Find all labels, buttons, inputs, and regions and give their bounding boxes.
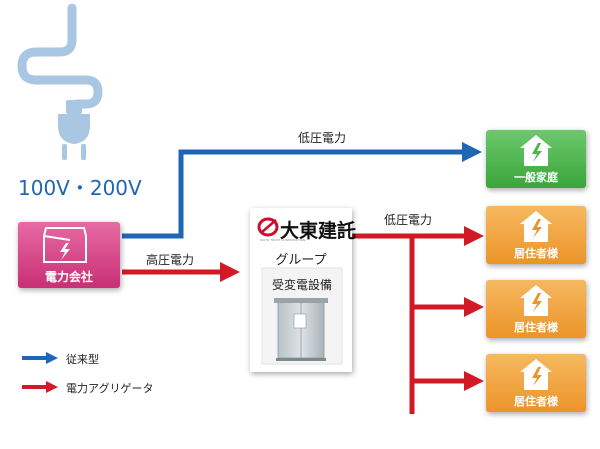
legend-label-aggregator: 電力アグリゲータ (66, 382, 154, 395)
plug-cord-icon (17, 3, 103, 109)
brand-tagline: DAITO TRUST CONSTRUCTION (260, 238, 306, 242)
equipment-label: 受変電設備 (271, 278, 332, 292)
high-voltage-line (122, 262, 240, 282)
house-icon (520, 285, 552, 316)
power-company-label: 電力会社 (44, 270, 93, 284)
legend-label-traditional: 従来型 (66, 353, 99, 366)
house-icon (520, 211, 552, 242)
legend-arrow-red (22, 381, 58, 393)
dest-label-resident-3: 居住者様 (514, 395, 558, 408)
plug-icon (58, 100, 90, 160)
dest-label-resident-2: 居住者様 (514, 321, 558, 334)
distribution-lines (352, 226, 484, 414)
factory-icon (43, 227, 87, 263)
house-icon (520, 135, 552, 166)
group-label: グループ (275, 253, 327, 268)
voltage-label: 100V・200V (18, 176, 142, 200)
daito-logo-icon (257, 217, 279, 237)
right-low-voltage-label: 低圧電力 (384, 213, 433, 227)
traditional-line (122, 142, 482, 239)
high-voltage-label: 高圧電力 (146, 253, 195, 267)
brand-name: 大東建託 (280, 220, 357, 242)
dest-label-resident-1: 居住者様 (514, 247, 558, 260)
legend-arrow-blue (22, 352, 58, 364)
substation-cabinet-icon (274, 298, 328, 361)
dest-label-general: 一般家庭 (514, 171, 558, 184)
top-low-voltage-label: 低圧電力 (298, 131, 347, 145)
house-icon (520, 359, 552, 390)
